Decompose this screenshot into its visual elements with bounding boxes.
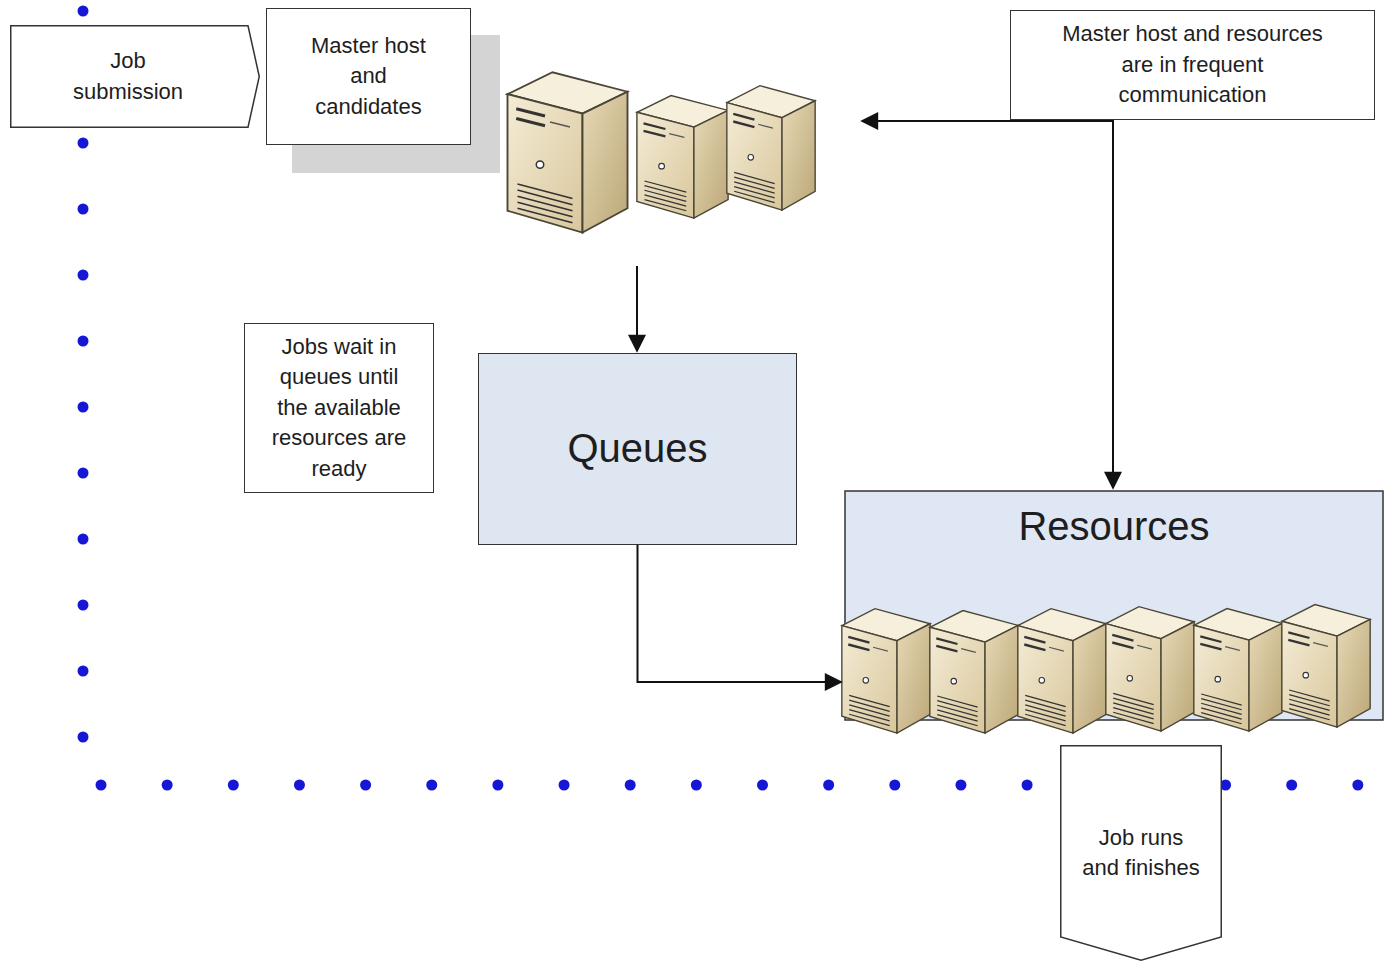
boundary-dot [78, 666, 89, 677]
box-label: Job runs and finishes [1081, 823, 1202, 884]
boundary-dot [78, 468, 89, 479]
resource-server [930, 611, 1018, 734]
box-title: Queues [567, 421, 707, 476]
note-box: Jobs wait in queues until the available … [244, 323, 434, 493]
note-box: Master host and resources are in frequen… [1010, 10, 1375, 120]
resource-server [1106, 607, 1194, 731]
boundary-dot [1286, 780, 1297, 791]
start-tag: Job submission [10, 25, 260, 128]
boundary-dot [492, 780, 503, 791]
boundary-dot [294, 780, 305, 791]
candidate-server [727, 86, 815, 210]
box-label: Jobs wait in queues until the available … [268, 332, 410, 484]
resource-pool: Resources [845, 491, 1383, 720]
boundary-dot [625, 780, 636, 791]
boundary-dot [78, 138, 89, 149]
communication-arrow [862, 121, 1113, 488]
dotted-boundary [78, 6, 1364, 791]
note-box: Master host and candidates [266, 8, 471, 145]
boundary-dot [559, 780, 570, 791]
boundary-dot [78, 402, 89, 413]
boundary-dot [691, 780, 702, 791]
boundary-dot [228, 780, 239, 791]
tag-outline [1060, 745, 1222, 961]
boundary-dot [757, 780, 768, 791]
boundary-dot [78, 600, 89, 611]
boundary-dot [78, 534, 89, 545]
boundary-dot [78, 204, 89, 215]
master-server [508, 72, 628, 232]
box-title: Resources [1018, 499, 1209, 554]
flow-arrow [636, 266, 638, 351]
boundary-dot [955, 780, 966, 791]
resource-server [1282, 605, 1370, 728]
boundary-dot [889, 780, 900, 791]
box-label: Master host and candidates [299, 31, 439, 122]
box-label: Master host and resources are in frequen… [1053, 19, 1333, 110]
boundary-dot [1352, 780, 1363, 791]
tag-outline [10, 25, 260, 128]
boundary-dot [426, 780, 437, 791]
end-tag: Job runs and finishes [1060, 745, 1222, 961]
resource-server [1194, 609, 1282, 732]
resource-server [1018, 609, 1106, 733]
boundary-dot [78, 6, 89, 17]
boundary-dot [78, 336, 89, 347]
box-label: Job submission [68, 46, 188, 107]
resource-server [842, 609, 930, 733]
candidate-server [637, 96, 728, 219]
boundary-dot [96, 780, 107, 791]
boundary-dot [823, 780, 834, 791]
boundary-dot [162, 780, 173, 791]
queue-box: Queues [478, 353, 797, 545]
boundary-dot [360, 780, 371, 791]
boundary-dot [78, 270, 89, 281]
boundary-dot [1022, 780, 1033, 791]
flow-connector [638, 545, 842, 682]
boundary-dot [78, 732, 89, 743]
resource-servers [842, 605, 1370, 734]
